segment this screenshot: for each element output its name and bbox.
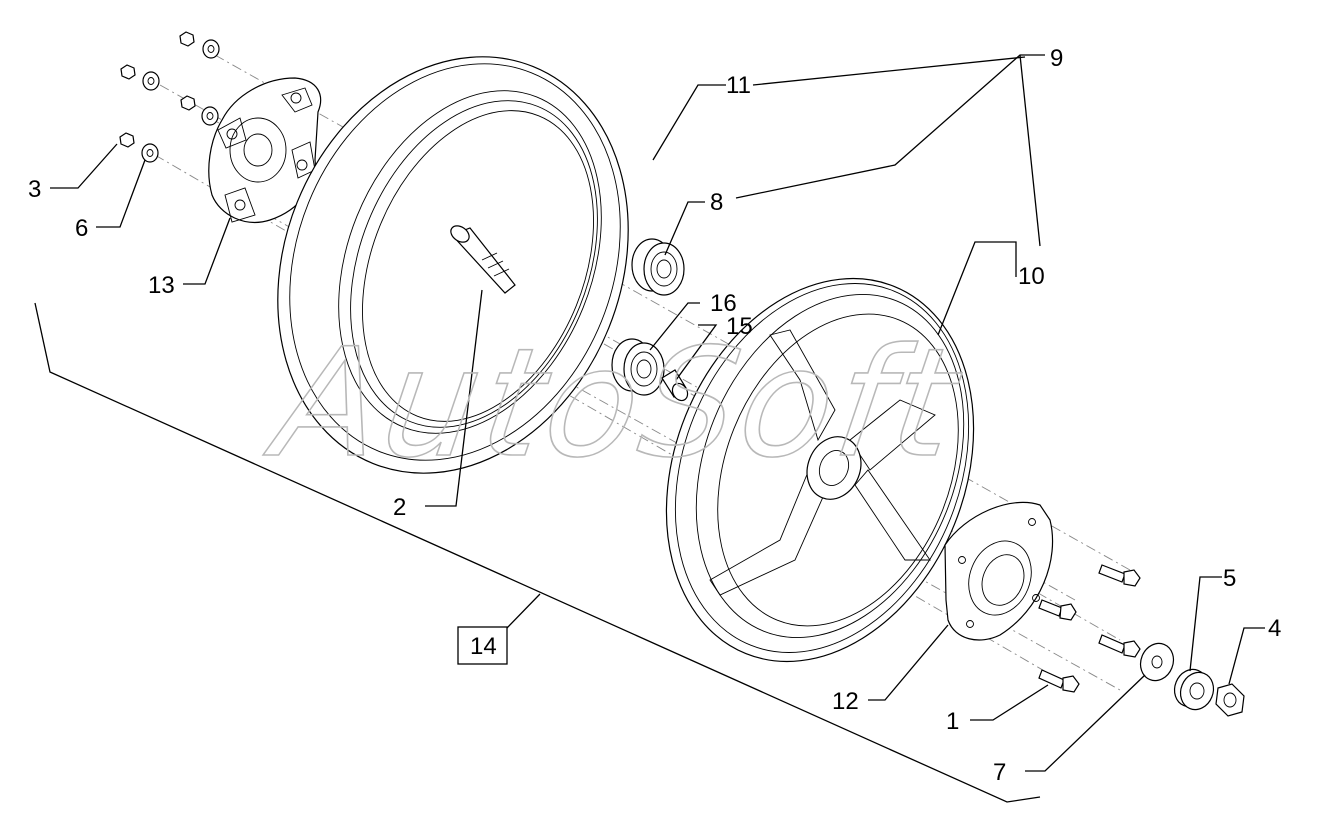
leader-lines [34, 54, 1265, 803]
callout-1: 1 [946, 708, 959, 735]
callout-7: 7 [993, 759, 1006, 786]
callout-2: 2 [393, 494, 406, 521]
callout-13: 13 [148, 272, 175, 299]
hub-cap-13 [208, 77, 322, 223]
callout-15: 15 [726, 313, 753, 340]
washer-spacer-nut-7-5-4 [1139, 642, 1245, 717]
flange-plate-12 [944, 501, 1054, 641]
callout-11: 11 [726, 72, 751, 99]
bearing-16 [611, 338, 665, 396]
callout-numbers: 1 2 3 4 5 6 7 8 9 10 11 12 13 15 16 [28, 45, 1281, 786]
bearing-8 [631, 238, 685, 296]
callout-3: 3 [28, 176, 41, 203]
bolt-2 [450, 225, 516, 294]
rim-10 [665, 277, 975, 663]
nuts-and-washers-3-6 [119, 31, 220, 163]
callout-16: 16 [710, 290, 737, 317]
tyre-11 [277, 56, 629, 474]
callout-6: 6 [75, 215, 88, 242]
callout-14-box: 14 [457, 626, 508, 665]
callout-5: 5 [1223, 565, 1236, 592]
callout-14: 14 [470, 633, 497, 660]
callout-4: 4 [1268, 615, 1281, 642]
callout-8: 8 [710, 189, 723, 216]
bolts-1 [1038, 564, 1141, 693]
spacer-15 [661, 369, 689, 402]
callout-9: 9 [1050, 45, 1063, 72]
callout-12: 12 [832, 688, 859, 715]
watermark: AutoSoft [257, 316, 970, 491]
callout-10: 10 [1018, 263, 1045, 290]
